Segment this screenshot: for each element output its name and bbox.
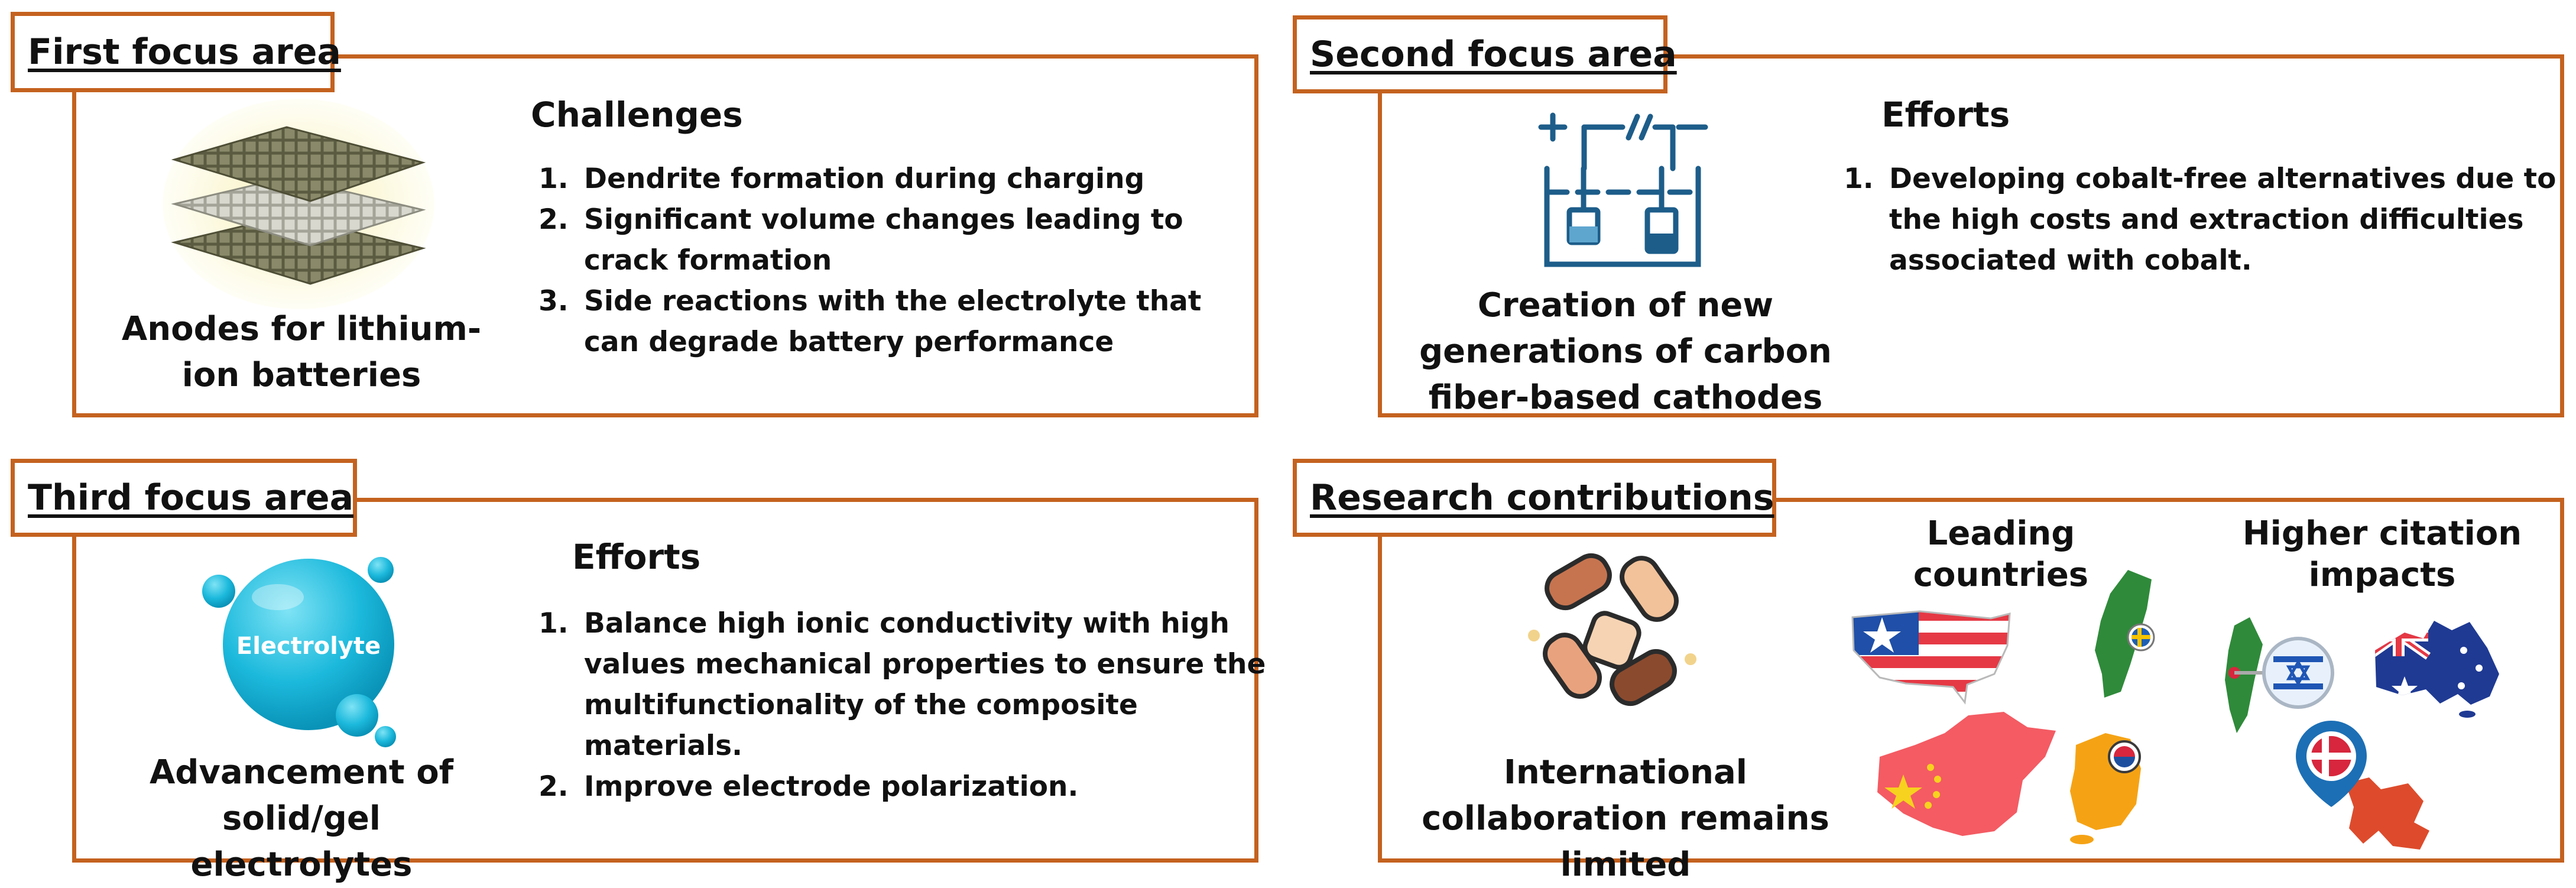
second-focus-tag: Second focus area [1293, 15, 1677, 93]
third-caption: Advancement of solid/gel electrolytes [149, 753, 454, 884]
first-challenges-list: Dendrite formation during charging Signi… [521, 158, 1264, 362]
anode-layer-middle [171, 176, 426, 247]
small-bubble [336, 694, 378, 737]
list-item: Significant volume changes leading to cr… [578, 199, 1264, 281]
small-bubble [368, 557, 394, 583]
layered-mesh-anode-icon [163, 99, 434, 309]
research-contributions-tag: Research contributions [1293, 459, 1776, 537]
list-item: Improve electrode polarization. [578, 766, 1270, 807]
third-focus-tag: Third focus area [11, 459, 357, 537]
second-efforts-heading: Efforts [1881, 95, 2010, 135]
first-challenges-heading: Challenges [531, 95, 743, 135]
joined-hands-icon [1528, 553, 1696, 706]
small-bubble [202, 575, 235, 608]
list-item: Dendrite formation during charging [578, 158, 1264, 199]
small-bubble [375, 726, 396, 747]
denmark-map-icon [2296, 721, 2429, 850]
second-efforts-list: Developing cobalt-free alternatives due … [1826, 158, 2576, 281]
china-flag-map-icon [1877, 712, 2056, 836]
first-caption: Anodes for lithium-ion batteries [121, 310, 482, 394]
australia-flag-map-icon [2375, 621, 2499, 718]
list-item: Balance high ionic conductivity with hig… [578, 603, 1270, 766]
main-bubble [223, 559, 394, 730]
south-korea-map-icon [2070, 733, 2141, 844]
electrolyte-bubble-icon: Electrolyte [202, 557, 396, 747]
third-efforts-list: Balance high ionic conductivity with hig… [521, 603, 1270, 807]
electrochemical-cell-icon [1538, 112, 1708, 267]
citation-impacts-heading: Higher citation impacts [2242, 514, 2522, 594]
third-efforts-heading: Efforts [572, 537, 701, 577]
list-item: Side reactions with the electrolyte that… [578, 281, 1264, 362]
anode-layer-top [171, 126, 426, 202]
fourth-caption: International collaboration remains limi… [1422, 753, 1829, 884]
list-item: Developing cobalt-free alternatives due … [1883, 158, 2576, 281]
first-focus-tag: First focus area [11, 12, 341, 92]
sweden-map-icon [2095, 570, 2155, 698]
electrolyte-label: Electrolyte [236, 633, 381, 660]
usa-flag-map-icon [1851, 610, 2011, 705]
leading-countries-heading: Leading countries [1913, 514, 2089, 594]
israel-map-icon [2225, 617, 2334, 733]
second-caption: Creation of new generations of carbon fi… [1419, 286, 1832, 417]
